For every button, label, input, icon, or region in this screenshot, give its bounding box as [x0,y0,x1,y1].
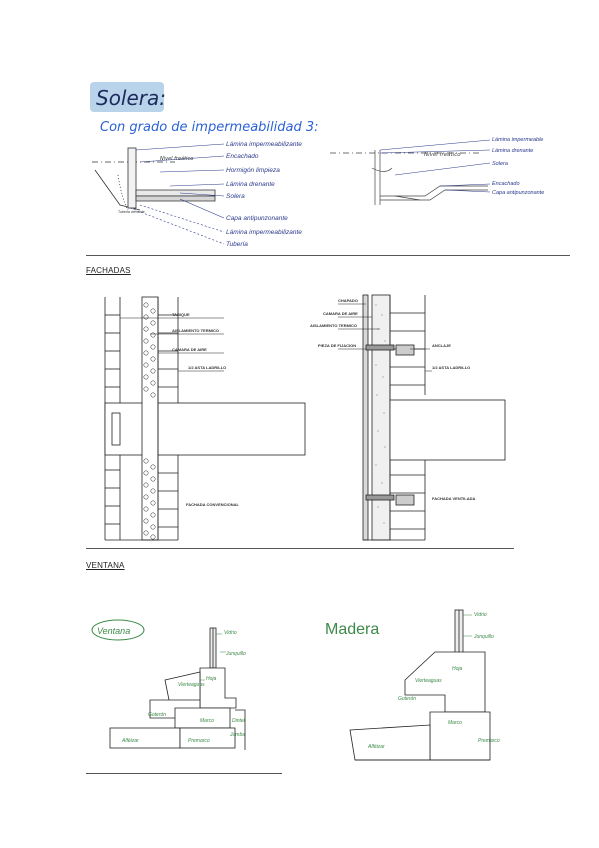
solera-divider [86,255,570,256]
solera-right-label: Lámina drenante [492,148,533,154]
ventana-left-label: Hoja [206,676,217,682]
solera-left-label: Tubería [226,241,248,248]
ventana-left-label: Vierteaguas [178,682,205,688]
ventana-tag-ellipse [91,619,145,641]
solera-right-label: Solera [492,161,508,167]
fachadas-heading: FACHADAS [86,266,131,275]
solera-left-leaders [129,143,225,245]
ventana-right-label: Alféizar [367,744,385,750]
solera-left-label: Lámina impermeabilizante [226,229,302,236]
solera-right-label: Capa antipunzonante [492,190,544,196]
fachada-left-caption: FACHADA CONVENCIONAL [186,502,240,507]
fachada-right-label: CAMARA DE AIRE [323,311,358,316]
ventana-left-label: Goterón [148,712,166,718]
fachada-right-leaders [338,303,432,372]
ventana-right-label: Junquillo [473,634,494,640]
ventana-right-label: Vierteaguas [415,678,442,684]
fachada-right-label: CHAPADO [338,298,358,303]
solera-right-labels: Lámina impermeable Lámina drenante Soler… [492,137,544,196]
fachada-right-label: ANCLAJE [432,343,451,348]
fachada-left-label: AISLAMIENTO TERMICO [172,328,219,333]
solera-left-labels: Lámina impermeabilizante Encachado Hormi… [226,141,302,248]
solera-left-label: Encachado [226,153,259,160]
fachada-convencional-drawing [104,296,306,541]
solera-right-leaders [379,139,491,193]
ventana-left-detail [109,627,246,750]
fachada-ventilada-drawing [362,294,506,541]
fachada-left-label: TABIQUE [172,312,190,317]
fachadas-divider [86,548,514,549]
fachada-left-leaders [120,317,224,372]
ventana-left-labels: Vidrio Junquillo Hoja Vierteaguas Goteró… [121,630,246,744]
ventana-heading: VENTANA [86,561,125,570]
solera-right-nivel: Nivel freático [424,151,461,158]
ventana-right-label: Goterón [398,696,416,702]
solera-sketches: Solera: Con grado de impermeabilidad 3: … [90,82,544,248]
ventana-right-leaders [463,614,472,637]
fachada-left-label: CAMARA DE AIRE [172,347,207,352]
ventana-left-tag: Ventana [97,626,130,636]
fachadas-drawings: TABIQUE AISLAMIENTO TERMICO CAMARA DE AI… [104,294,506,541]
fachada-left-labels: TABIQUE AISLAMIENTO TERMICO CAMARA DE AI… [172,312,240,507]
fachada-right-label: AISLAMIENTO TERMICO [310,323,357,328]
fachada-right-label: 1/2 ASTA LADRILLO [432,365,470,370]
solera-right-detail [330,150,488,205]
ventana-left-label: Marco [200,718,214,724]
ventana-right-label: Premarco [478,738,500,744]
ventana-right-label: Hoja [452,666,463,672]
solera-left-label: Hormigón limpieza [226,167,280,174]
fachada-right-caption: FACHADA VENTILADA [432,496,476,501]
ventana-left-leaders [200,633,226,681]
solera-title: Solera: [96,86,166,110]
fachada-right-labels: CHAPADO CAMARA DE AIRE AISLAMIENTO TERMI… [310,298,476,501]
title-highlight [90,82,164,112]
solera-right-label: Lámina impermeable [492,137,543,143]
ventana-right-detail [349,609,491,761]
solera-left-nivel: Nivel freático [160,155,193,162]
solera-left-label: Solera [226,193,245,200]
ventana-divider [86,773,282,774]
solera-subtitle: Con grado de impermeabilidad 3: [100,120,319,135]
solera-right-label: Encachado [492,181,520,187]
ventana-left-label: Vidrio [224,630,237,636]
ventana-left-label: Premarco [188,738,210,744]
solera-small-note: Tubería drenante [118,210,145,214]
fachada-ventilada-pattern [375,304,386,524]
ventana-left-label: Jamba [229,732,245,738]
ventana-drawings: Ventana Vidrio Junquillo Hoja Vierteagua… [91,609,500,761]
insulation-pattern [143,302,156,540]
ventana-left-label: Junquillo [225,651,246,657]
ventana-right-label: Vidrio [474,612,487,618]
solera-left-label: Capa antipunzonante [226,215,288,222]
solera-left-label: Lámina impermeabilizante [226,141,302,148]
ventana-right-labels: Vidrio Junquillo Hoja Vierteaguas Goteró… [367,612,500,750]
fachada-right-label: PIEZA DE FIJACION [318,343,356,348]
solera-left-label: Lámina drenante [226,181,275,188]
ventana-left-label: Alféizar [121,738,139,744]
ventana-right-label: Marco [448,720,462,726]
solera-left-detail [92,147,216,211]
fachada-left-label: 1/2 ASTA LADRILLO [188,365,226,370]
ventana-left-label: Dintel [232,718,246,724]
ventana-right-tag: Madera [325,621,379,638]
